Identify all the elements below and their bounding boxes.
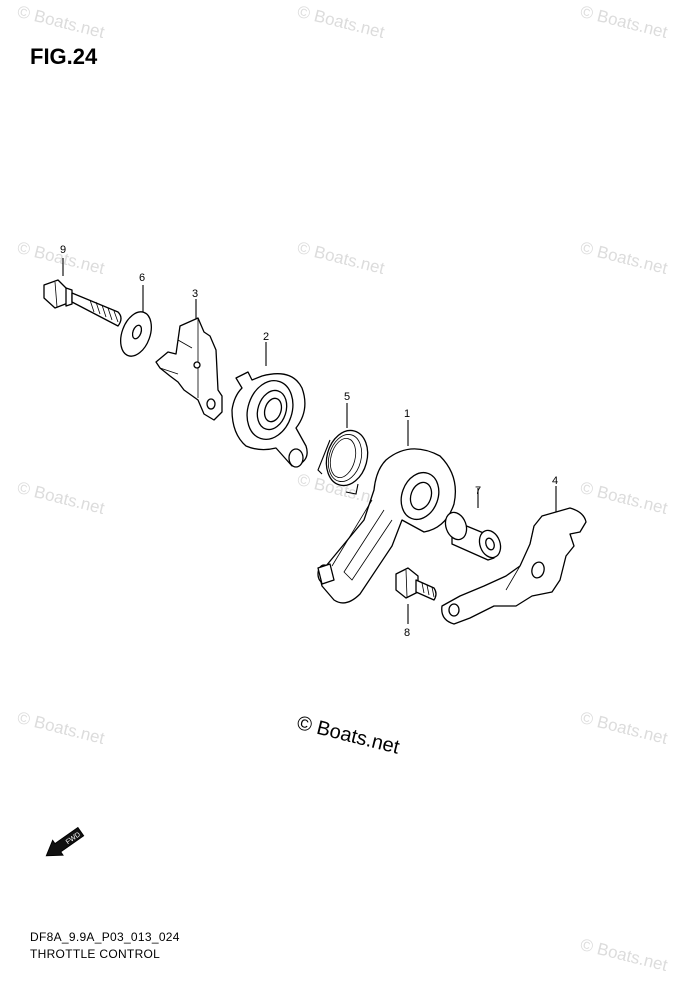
- callout-3: 3: [192, 288, 198, 300]
- callout-7: 7: [475, 485, 481, 497]
- fwd-label: FWD: [65, 831, 82, 846]
- part-small-bolt: [395, 567, 437, 624]
- diagram-code: DF8A_9.9A_P03_013_024: [30, 930, 180, 944]
- callout-6: 6: [139, 272, 145, 284]
- part-link-plate: [441, 486, 587, 625]
- fwd-arrow-icon: FWD: [45, 826, 85, 857]
- part-washer: [120, 285, 152, 357]
- callout-9: 9: [60, 244, 66, 256]
- part-spring: [317, 403, 369, 495]
- callout-5: 5: [344, 391, 350, 403]
- callout-1: 1: [404, 408, 410, 420]
- callout-4: 4: [552, 475, 558, 487]
- part-collar: [231, 342, 308, 468]
- callout-8: 8: [404, 627, 410, 639]
- part-bushing: [444, 488, 502, 561]
- callout-2: 2: [263, 331, 269, 343]
- figure-title: FIG.24: [30, 44, 98, 69]
- diagram-caption: THROTTLE CONTROL: [30, 947, 161, 961]
- part-throttle-lever: [317, 420, 457, 604]
- part-bolt: [43, 258, 122, 327]
- part-bracket-plate: [155, 299, 223, 421]
